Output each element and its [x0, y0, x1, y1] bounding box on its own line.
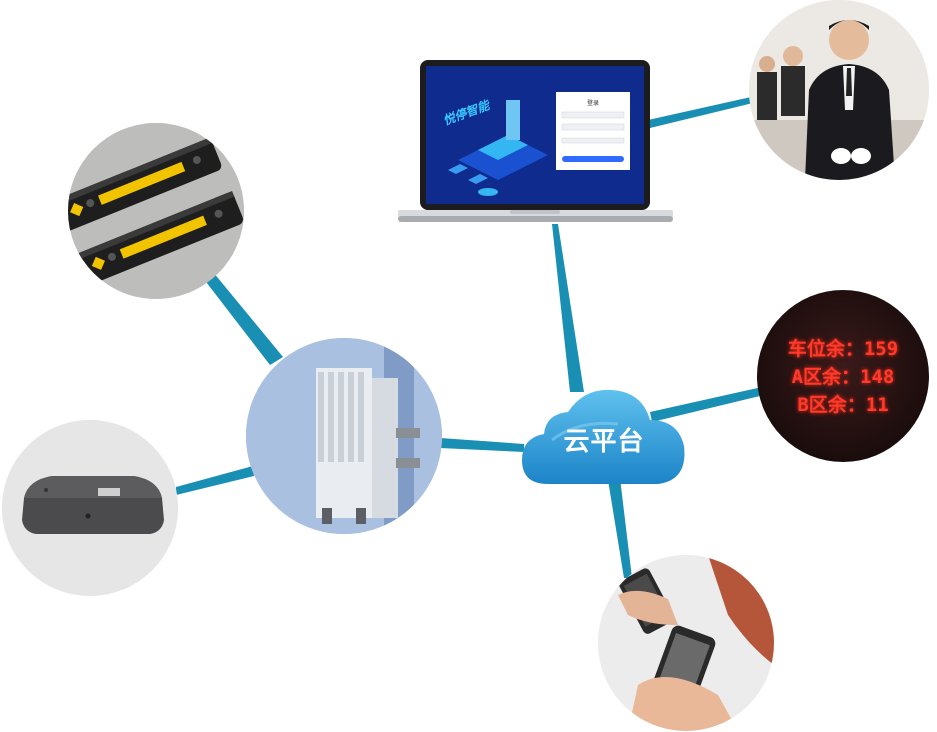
smartphone-illustration [598, 555, 774, 731]
wheel-stopper-photo [68, 123, 244, 299]
service-staff-photo [749, 0, 929, 180]
smartphone-photo [598, 555, 774, 731]
gateway-illustration [246, 338, 442, 534]
gateway-photo [246, 338, 442, 534]
connector-laptop-staff [648, 97, 753, 128]
led-line-zone-a: A区余：148 [791, 366, 895, 388]
connector-gateway-stopper [203, 272, 283, 365]
login-title: 登录 [586, 100, 599, 107]
wheel-stopper-illustration [68, 123, 244, 299]
parking-sensor-illustration [2, 420, 178, 596]
connector-cloud-laptop [552, 224, 584, 392]
connector-gateway-sensor [176, 466, 254, 495]
laptop-device: 登录 悦停智能 [398, 60, 673, 222]
service-staff-illustration [749, 0, 929, 180]
connector-cloud-phone [608, 478, 632, 578]
laptop-illustration [398, 60, 673, 222]
connector-cloud-led [650, 387, 764, 422]
led-line-total: 车位余：159 [787, 338, 899, 360]
led-display: 车位余：159 A区余：148 B区余：11 [757, 290, 929, 462]
cloud-platform-hub [522, 389, 685, 484]
parking-sensor-photo [2, 420, 178, 596]
cloud-platform-label: 云平台 [563, 427, 645, 457]
connector-gateway-cloud [440, 438, 524, 452]
led-line-zone-b: B区余：11 [797, 394, 889, 416]
